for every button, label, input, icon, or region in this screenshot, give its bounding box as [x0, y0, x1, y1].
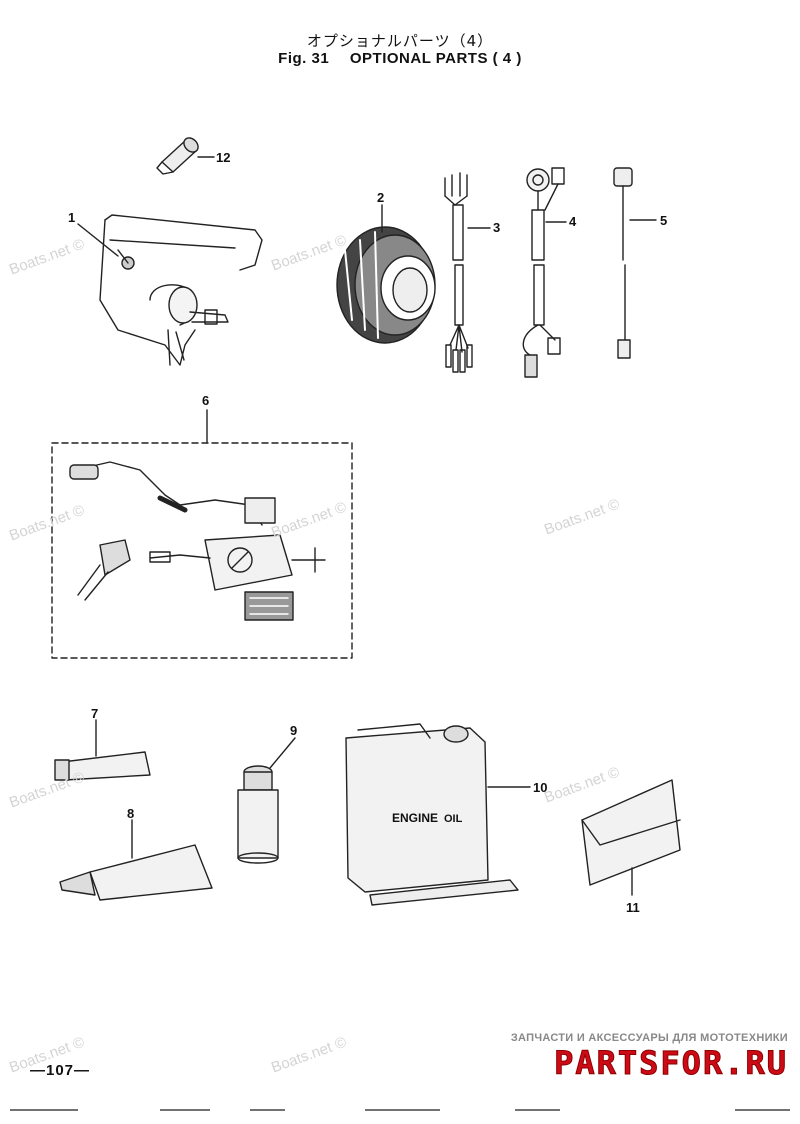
part-6-kit-frame [51, 442, 353, 659]
callout-7: 7 [91, 706, 98, 721]
part-11-pouch [581, 779, 681, 886]
part-8-tube [59, 844, 213, 901]
callout-1: 1 [68, 210, 75, 225]
callout-11: 11 [626, 900, 640, 915]
figure-number: Fig. 31 [278, 50, 330, 67]
part-12-plug [156, 137, 199, 175]
oil-can-engine-label: ENGINE [392, 811, 438, 825]
oil-can-oil-mark: OIL [444, 813, 463, 825]
callout-2: 2 [377, 190, 384, 205]
part-1-gearcase [99, 214, 263, 366]
ad-tagline: ЗАПЧАСТИ И АКСЕССУАРЫ ДЛЯ МОТОТЕХНИКИ [510, 1032, 788, 1044]
part-6-fuel-assembly [69, 461, 326, 621]
part-5-wire [613, 167, 633, 359]
part-9-bottle [237, 765, 279, 864]
part-4-gauge-harness [522, 167, 565, 378]
part-10-oil-can [345, 723, 519, 906]
figure-title-japanese: オプショナルパーツ（4） [306, 32, 494, 50]
page-number: —107— [30, 1062, 91, 1079]
callout-9: 9 [290, 723, 297, 738]
part-2-impeller [336, 226, 436, 344]
figure-title-english: OPTIONAL PARTS ( 4 ) [349, 50, 522, 67]
callout-10: 10 [533, 780, 547, 795]
callout-3: 3 [493, 220, 500, 235]
ad-logo: PARTSFOR.RU [554, 1044, 788, 1083]
callout-5: 5 [660, 213, 667, 228]
callout-8: 8 [127, 806, 134, 821]
part-7-tube [54, 751, 151, 781]
part-3-harness [444, 172, 473, 373]
callout-4: 4 [569, 214, 577, 229]
callout-12: 12 [216, 150, 230, 165]
callout-6: 6 [202, 393, 209, 408]
figure-title: Fig. 31 OPTIONAL PARTS ( 4 ) [0, 50, 800, 67]
